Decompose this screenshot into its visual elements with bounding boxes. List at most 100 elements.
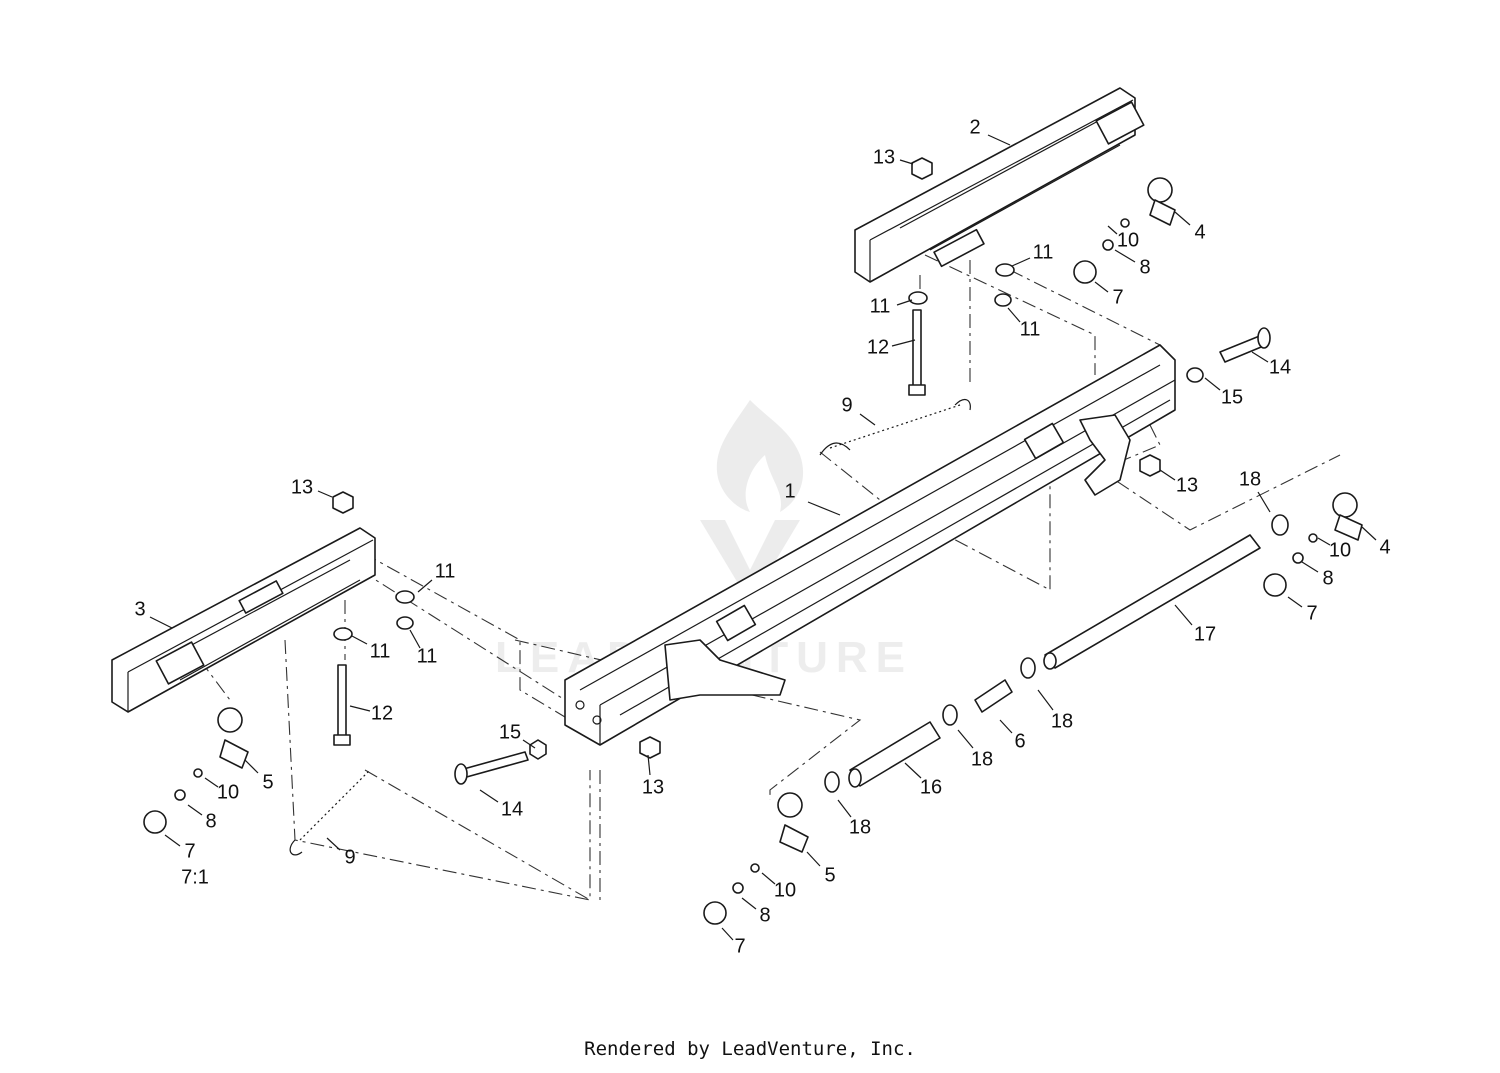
tube-part-short	[848, 721, 941, 788]
callout-4: 4	[1361, 526, 1391, 558]
clamp-parts	[824, 514, 1289, 793]
nozzle-assembly-upper-right	[1073, 177, 1176, 284]
spring-part-upper	[819, 398, 971, 456]
callout-leader-line	[899, 159, 914, 165]
callout-number: 13	[642, 776, 664, 798]
left-bracket-part	[111, 527, 376, 713]
callout-number: 4	[1379, 536, 1390, 558]
callout-number: 11	[870, 295, 891, 317]
watermark-logo	[700, 400, 804, 595]
callout-11: 11	[409, 629, 438, 667]
callout-4: 4	[1174, 211, 1206, 243]
callout-number: 7	[184, 840, 195, 862]
callout-leader-line	[807, 501, 841, 516]
callout-leader-line	[1174, 604, 1193, 626]
pin-part-lower	[454, 751, 529, 785]
callout-14: 14	[479, 789, 523, 820]
bolt-part-upper	[908, 309, 926, 396]
callout-leader-line	[164, 834, 181, 847]
callout-leader-line	[1094, 281, 1109, 293]
footer-credit: Rendered by LeadVenture, Inc.	[584, 1038, 916, 1060]
callout-leader-line	[409, 629, 421, 649]
callout-leader-line	[417, 579, 433, 593]
callout-11: 11	[1011, 241, 1054, 267]
callout-leader-line	[349, 705, 371, 712]
fitting-part	[974, 679, 1013, 713]
callout-13: 13	[642, 754, 664, 798]
callout-number: 18	[1239, 468, 1261, 490]
callout-number: 11	[370, 640, 391, 662]
callout-leader-line	[761, 872, 776, 885]
callout-8: 8	[187, 804, 217, 832]
callout-7: 7	[721, 927, 746, 957]
callout-leader-line	[647, 754, 651, 776]
callout-leader-line	[837, 799, 852, 818]
callout-number: 9	[344, 846, 355, 868]
callout-10: 10	[1317, 537, 1351, 561]
callout-number: 12	[867, 336, 889, 358]
callout-number: 8	[1139, 256, 1150, 278]
callout-number: 16	[920, 776, 942, 798]
callout-leader-line	[741, 897, 757, 910]
callout-leader-line	[721, 927, 734, 941]
callout-5: 5	[244, 759, 274, 793]
callout-number: 11	[435, 560, 456, 582]
callout-leader-line	[204, 777, 219, 788]
callout-leader-line	[987, 134, 1011, 146]
callout-14: 14	[1251, 351, 1291, 378]
callout-11: 11	[870, 295, 913, 317]
callout-number: 9	[841, 394, 852, 416]
callout-leader-line	[1361, 526, 1377, 541]
callout-number: 1	[784, 480, 795, 502]
nozzle-assembly-left	[143, 707, 249, 834]
callout-number: 7	[1112, 286, 1123, 308]
callout-number: 10	[1329, 539, 1351, 561]
callout-leader-line	[326, 837, 341, 851]
callout-7: 7	[1094, 281, 1124, 308]
callout-number: 11	[1033, 241, 1054, 263]
callout-number: 11	[417, 645, 438, 667]
callout-leader-line	[1257, 491, 1271, 513]
main-frame-part	[564, 344, 1176, 746]
callout-11: 11	[417, 560, 456, 593]
callout-18: 18	[1239, 468, 1271, 513]
callout-10: 10	[204, 777, 239, 803]
callout-9: 9	[841, 394, 876, 426]
callout-leader-line	[1204, 377, 1221, 391]
callout-13: 13	[291, 476, 333, 498]
callout-12: 12	[349, 702, 393, 724]
callout-leader-line	[1174, 211, 1191, 226]
callout-leader-line	[1107, 225, 1118, 235]
callout-number: 18	[971, 748, 993, 770]
callout-number: 11	[1020, 318, 1041, 340]
callout-leader-line	[479, 789, 499, 803]
callout-number: 7	[734, 935, 745, 957]
callout-leader-line	[244, 759, 259, 774]
callout-leader-line	[351, 635, 368, 645]
callout-5: 5	[806, 851, 836, 886]
callout-number: 4	[1194, 221, 1205, 243]
callout-1: 1	[784, 480, 841, 516]
callout-number: 8	[205, 810, 216, 832]
bolt-part-lower	[333, 664, 351, 746]
callout-18: 18	[957, 729, 993, 770]
callout-16: 16	[904, 762, 942, 798]
callout-leader-line	[859, 413, 876, 426]
callout-7: 7	[164, 834, 196, 862]
callout-leader-line	[1287, 596, 1303, 608]
callout-number: 7	[1306, 602, 1317, 624]
callout-10: 10	[1107, 225, 1139, 251]
callout-leader-line	[904, 762, 922, 779]
upper-bracket-part	[854, 87, 1145, 283]
callout-17: 17	[1174, 604, 1216, 645]
callout-10: 10	[761, 872, 796, 901]
callout-7: 7	[1287, 596, 1318, 624]
callout-number: 2	[969, 116, 980, 138]
callout-leader-line	[896, 299, 913, 306]
callout-leader-line	[1114, 249, 1136, 263]
nozzle-assembly-right	[1263, 492, 1363, 597]
callout-leader-line	[1301, 561, 1319, 573]
